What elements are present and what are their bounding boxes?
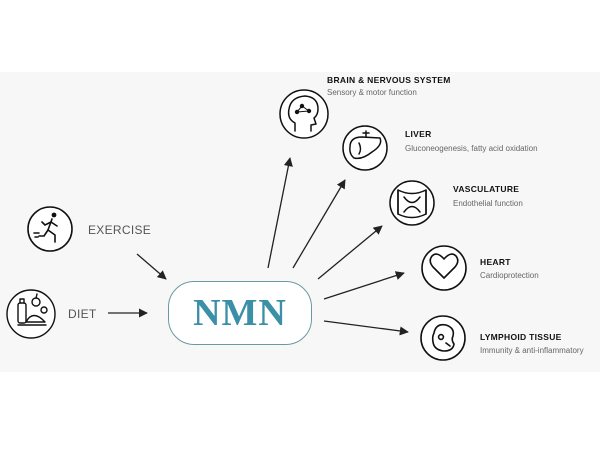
brain-icon xyxy=(279,89,329,139)
target-subtitle-heart: Cardioprotection xyxy=(480,271,539,280)
liver-arrow xyxy=(292,179,346,269)
lymphoid-arrow xyxy=(323,320,409,336)
target-title-lymphoid: LYMPHOID TISSUE xyxy=(480,332,562,342)
target-subtitle-vasculature: Endothelial function xyxy=(453,199,523,208)
target-title-heart: HEART xyxy=(480,257,511,267)
liver-icon xyxy=(342,125,388,171)
brain-arrow xyxy=(267,157,293,269)
target-subtitle-liver: Gluconeogenesis, fatty acid oxidation xyxy=(405,144,538,153)
vasculature-arrow xyxy=(317,225,383,280)
exercise-arrow xyxy=(136,253,167,280)
target-subtitle-brain: Sensory & motor function xyxy=(327,88,417,97)
input-label-diet: DIET xyxy=(68,307,97,321)
lymphoid-icon xyxy=(420,315,466,361)
target-title-vasculature: VASCULATURE xyxy=(453,184,520,194)
target-title-brain: BRAIN & NERVOUS SYSTEM xyxy=(327,75,451,85)
heart-arrow xyxy=(323,271,405,300)
nmn-label: NMN xyxy=(193,292,287,334)
food-icon xyxy=(6,289,56,339)
vasculature-icon xyxy=(389,180,435,226)
nmn-node: NMN xyxy=(168,281,312,345)
runner-icon xyxy=(27,206,73,252)
input-label-exercise: EXERCISE xyxy=(88,223,152,237)
target-subtitle-lymphoid: Immunity & anti-inflammatory xyxy=(480,346,584,355)
heart-icon xyxy=(421,245,467,291)
target-title-liver: LIVER xyxy=(405,129,432,139)
